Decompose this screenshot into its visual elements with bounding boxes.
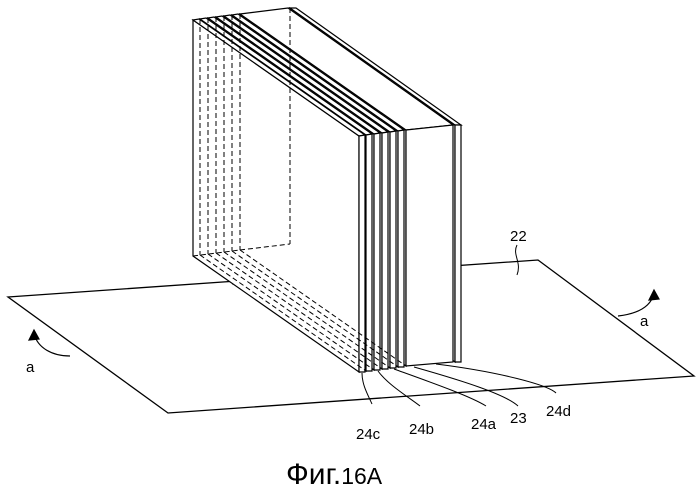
caption-number: 16A [341,463,383,489]
caption-prefix: Фиг. [286,458,341,491]
label-sheet-22: 22 [510,228,527,245]
figure-caption: Фиг.16A [286,458,383,491]
arrow-right [618,290,659,316]
label-arrow-right: a [640,313,649,330]
label-24c: 24c [356,426,381,443]
label-24a: 24a [471,416,497,433]
label-arrow-left: a [26,359,35,376]
label-24b: 24b [409,421,434,438]
label-23: 23 [510,410,527,427]
label-24d: 24d [546,403,571,420]
